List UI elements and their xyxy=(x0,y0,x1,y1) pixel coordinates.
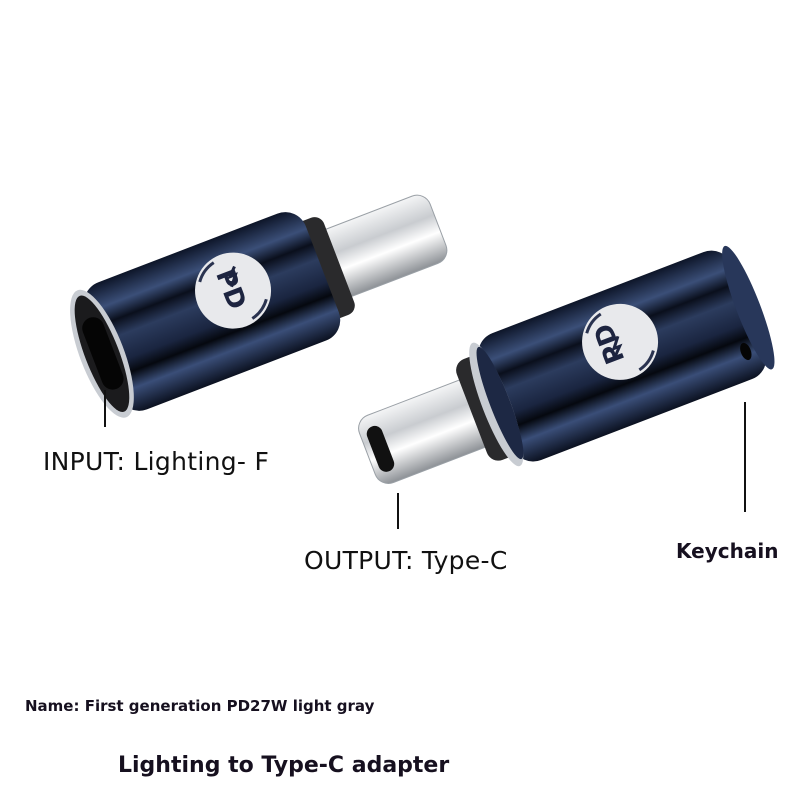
keychain-hole xyxy=(740,342,752,361)
right-adapter: PD xyxy=(358,245,775,484)
product-title: Lighting to Type-C adapter xyxy=(118,753,450,778)
output-callout-line xyxy=(397,493,399,529)
product-name-line: Name: First generation PD27W light gray xyxy=(25,697,375,715)
pd-badge-right: PD xyxy=(582,303,659,380)
left-adapter: PD xyxy=(70,194,448,418)
input-callout-line xyxy=(104,390,106,427)
usb-c-plug-right xyxy=(358,377,499,484)
output-label: OUTPUT: Type-C xyxy=(304,546,508,575)
keychain-callout-line xyxy=(744,402,746,512)
keychain-label: Keychain xyxy=(676,539,779,563)
pd-badge-left: PD xyxy=(195,252,272,329)
input-label: INPUT: Lighting- F xyxy=(43,447,270,476)
